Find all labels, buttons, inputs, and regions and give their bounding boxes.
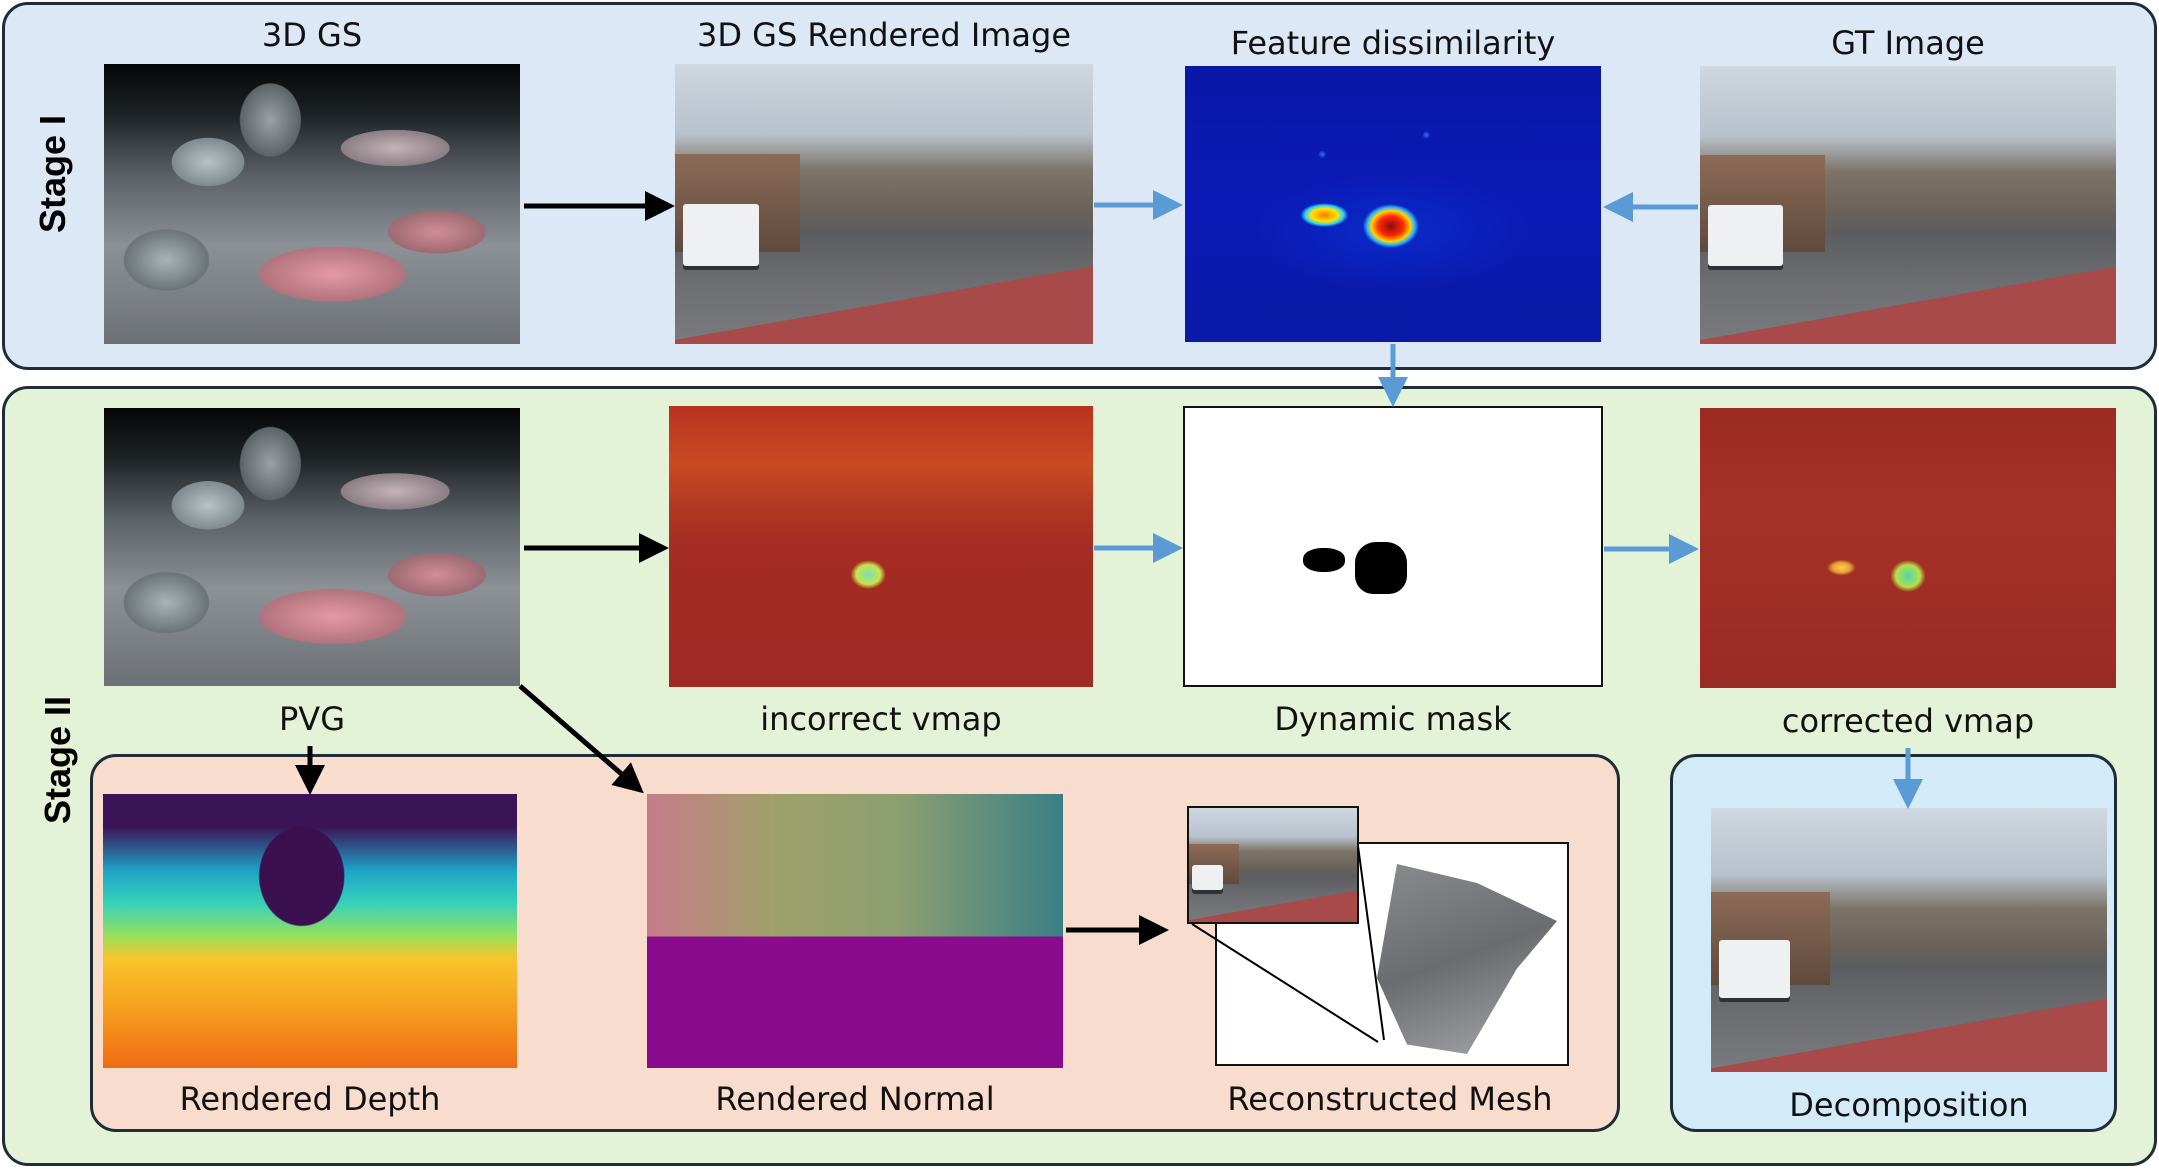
mask-blob-small [1303, 548, 1345, 572]
caption-decomposition: Decomposition [1789, 1086, 2029, 1124]
caption-reconstructed-mesh: Reconstructed Mesh [1227, 1080, 1553, 1118]
caption-3d-gs: 3D GS [261, 16, 363, 54]
gt-image [1700, 66, 2116, 344]
stage-1-label: Stage I [32, 114, 73, 234]
caption-incorrect-vmap: incorrect vmap [760, 700, 1002, 738]
pvg-image [104, 408, 520, 686]
caption-3d-gs-rendered: 3D GS Rendered Image [696, 16, 1072, 54]
incorrect-vmap-image [669, 406, 1093, 687]
caption-corrected-vmap: corrected vmap [1781, 702, 2035, 740]
caption-gt-image: GT Image [1831, 24, 1985, 62]
dynamic-mask-image [1183, 406, 1603, 687]
rendered-normal-image [647, 794, 1063, 1068]
caption-dynamic-mask: Dynamic mask [1274, 700, 1512, 738]
caption-rendered-normal: Rendered Normal [715, 1080, 995, 1118]
mask-blob-large [1355, 542, 1407, 594]
rendered-depth-image [103, 794, 517, 1068]
feature-dissimilarity-image [1185, 66, 1601, 342]
mesh-shape [1377, 864, 1557, 1054]
stage-2-label: Stage II [37, 695, 78, 825]
caption-rendered-depth: Rendered Depth [179, 1080, 441, 1118]
caption-feature-dissimilarity: Feature dissimilarity [1230, 24, 1556, 62]
3d-gs-image [104, 64, 520, 344]
decomposition-image [1711, 808, 2107, 1072]
mesh-inset-image [1187, 806, 1359, 924]
corrected-vmap-image [1700, 408, 2116, 688]
caption-pvg: PVG [279, 700, 345, 738]
3d-gs-rendered-image [675, 64, 1093, 344]
